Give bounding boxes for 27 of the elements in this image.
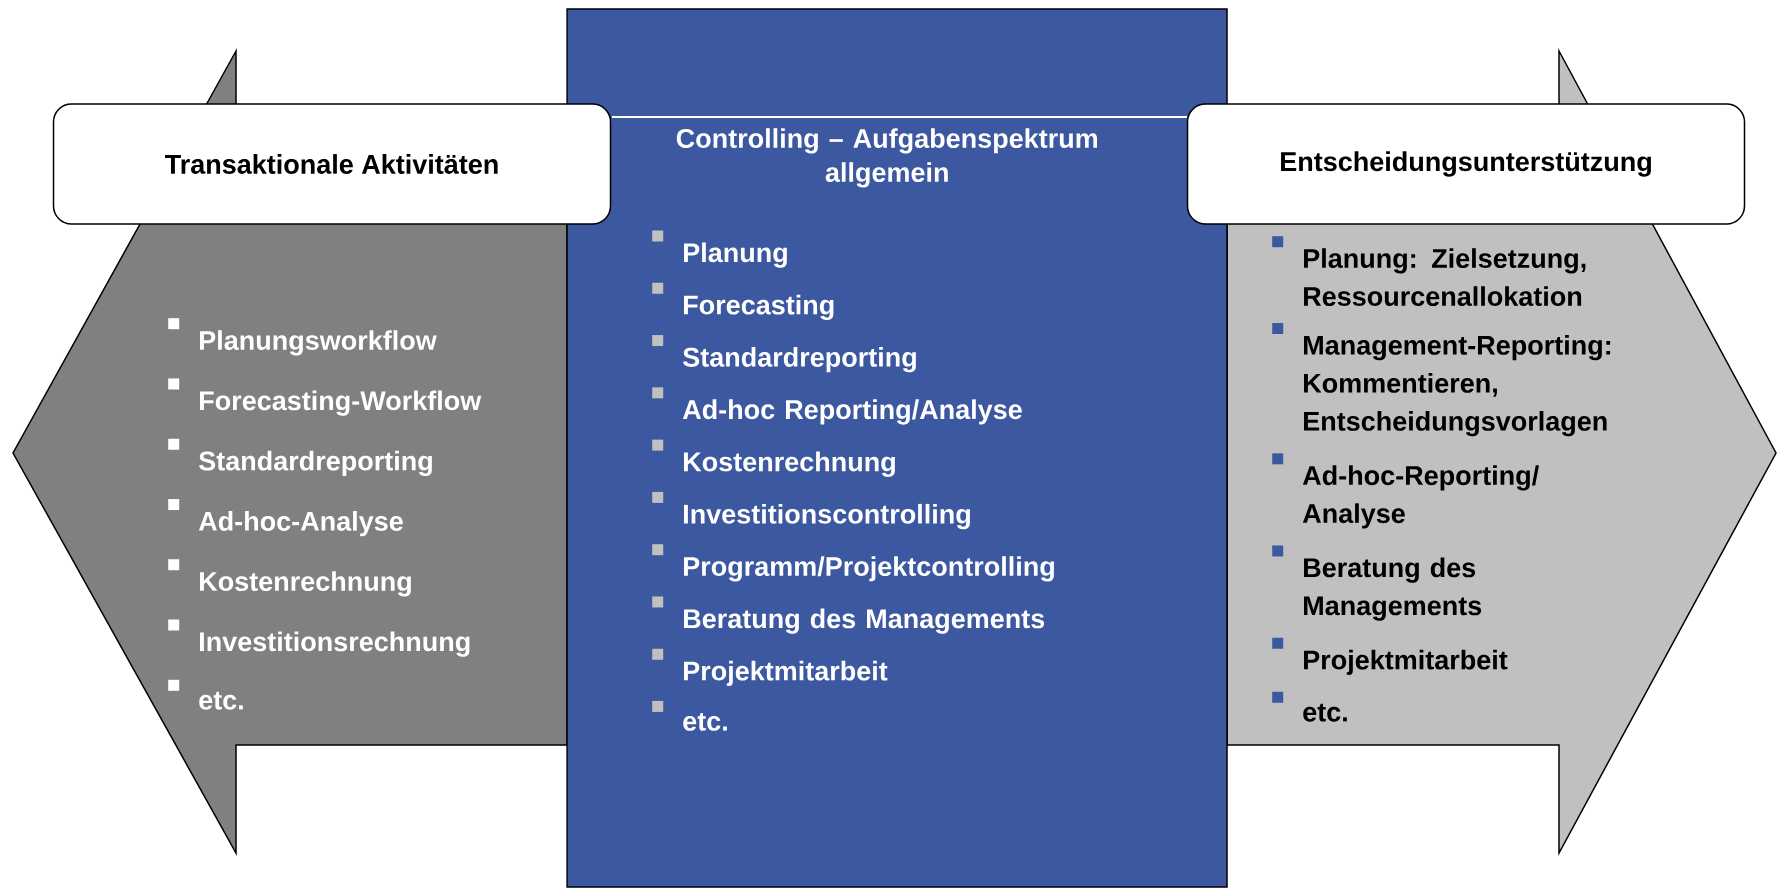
panel-title: Controlling – Aufgabenspektrum allgemein — [676, 128, 1098, 188]
list-item: etc. — [1272, 691, 1347, 722]
list-item: Forecasting — [652, 282, 834, 321]
list-item: Planungsworkflow — [168, 318, 437, 356]
list-item: Investitionscontrolling — [652, 491, 970, 530]
list-item: Programm/Projektcontrolling — [652, 544, 1054, 582]
list-item: Projektmitarbeit — [652, 648, 888, 686]
list-item: Kostenrechnung — [168, 559, 411, 597]
list-item: Planung — [652, 230, 787, 268]
panel — [566, 8, 1228, 888]
list-item: Beratung des Managements — [652, 596, 1045, 634]
list-item: Ad-hoc Reporting/Analyse — [652, 387, 1022, 425]
list-item: Ad-hoc-Reporting/ Analyse — [1272, 453, 1539, 529]
list-item: Investitionsrechnung — [168, 619, 470, 657]
list-item: Planung: Zielsetzung, Ressourcenallokation — [1272, 236, 1586, 307]
list-item: Forecasting-Workflow — [168, 378, 482, 416]
header-box: Transaktionale Aktivitäten — [52, 103, 612, 225]
list-item: Standardreporting — [652, 335, 916, 373]
list-item: Standardreporting — [168, 438, 432, 477]
header-box: Entscheidungsunterstützung — [1186, 103, 1746, 225]
list-item: Kostenrechnung — [652, 439, 895, 477]
list-item: Management-Reporting: Kommentieren, Entscheidungsvorlagen — [1272, 323, 1611, 437]
list-item: Ad-hoc-Analyse — [168, 499, 403, 537]
list-item: Projektmitarbeit — [1272, 637, 1508, 675]
list-item: etc. — [168, 679, 243, 710]
list-item: Beratung des Managements — [1272, 545, 1482, 621]
list-item: etc. — [652, 700, 727, 731]
